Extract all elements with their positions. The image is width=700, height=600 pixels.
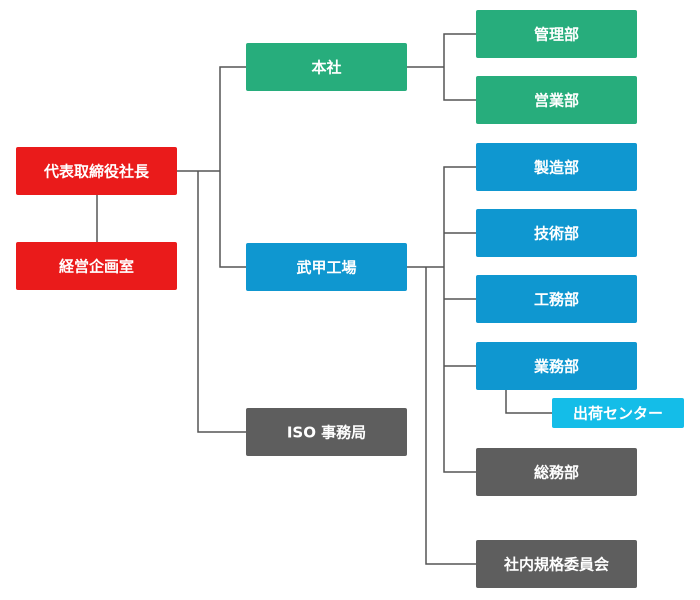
node-soumu[interactable]: 総務部	[476, 448, 637, 496]
node-gijutsu-label: 技術部	[534, 225, 579, 243]
node-eigyo-label: 営業部	[534, 92, 579, 110]
node-ceo-label: 代表取締役社長	[43, 163, 150, 181]
node-takeda-label: 武甲工場	[296, 259, 356, 277]
node-kikaku-label: 社内規格委員会	[503, 556, 609, 574]
node-iso-label: ISO 事務局	[287, 424, 366, 442]
node-seizo[interactable]: 製造部	[476, 143, 637, 191]
node-soumu-label: 総務部	[534, 464, 579, 482]
connector-honsha-depts	[443, 33, 476, 101]
node-planning[interactable]: 経営企画室	[16, 242, 177, 290]
node-koumu[interactable]: 工務部	[476, 275, 637, 323]
connector-trunk-honsha-takeda	[219, 66, 246, 268]
connector-takeda-kikaku	[425, 267, 476, 565]
node-koumu-label: 工務部	[534, 291, 579, 309]
node-takeda[interactable]: 武甲工場	[246, 243, 407, 291]
node-gijutsu[interactable]: 技術部	[476, 209, 637, 257]
connector-trunk-iso	[197, 171, 246, 433]
node-kikaku[interactable]: 社内規格委員会	[476, 540, 637, 588]
node-shukka-label: 出荷センター	[573, 405, 663, 423]
node-honsha[interactable]: 本社	[246, 43, 407, 91]
node-honsha-label: 本社	[311, 59, 341, 77]
node-gyoumu-label: 業務部	[533, 358, 579, 376]
node-kanri[interactable]: 管理部	[476, 10, 637, 58]
connector-takeda-depts	[443, 166, 476, 473]
node-ceo[interactable]: 代表取締役社長	[16, 147, 177, 195]
node-kanri-label: 管理部	[534, 26, 579, 44]
connector-lines	[96, 33, 552, 565]
node-eigyo[interactable]: 営業部	[476, 76, 637, 124]
node-gyoumu[interactable]: 業務部	[476, 342, 637, 390]
node-shukka[interactable]: 出荷センター	[552, 398, 684, 428]
connector-gyoumu-shukka	[505, 390, 552, 414]
node-iso[interactable]: ISO 事務局	[246, 408, 407, 456]
node-planning-label: 経営企画室	[59, 258, 134, 276]
node-seizo-label: 製造部	[533, 159, 579, 177]
